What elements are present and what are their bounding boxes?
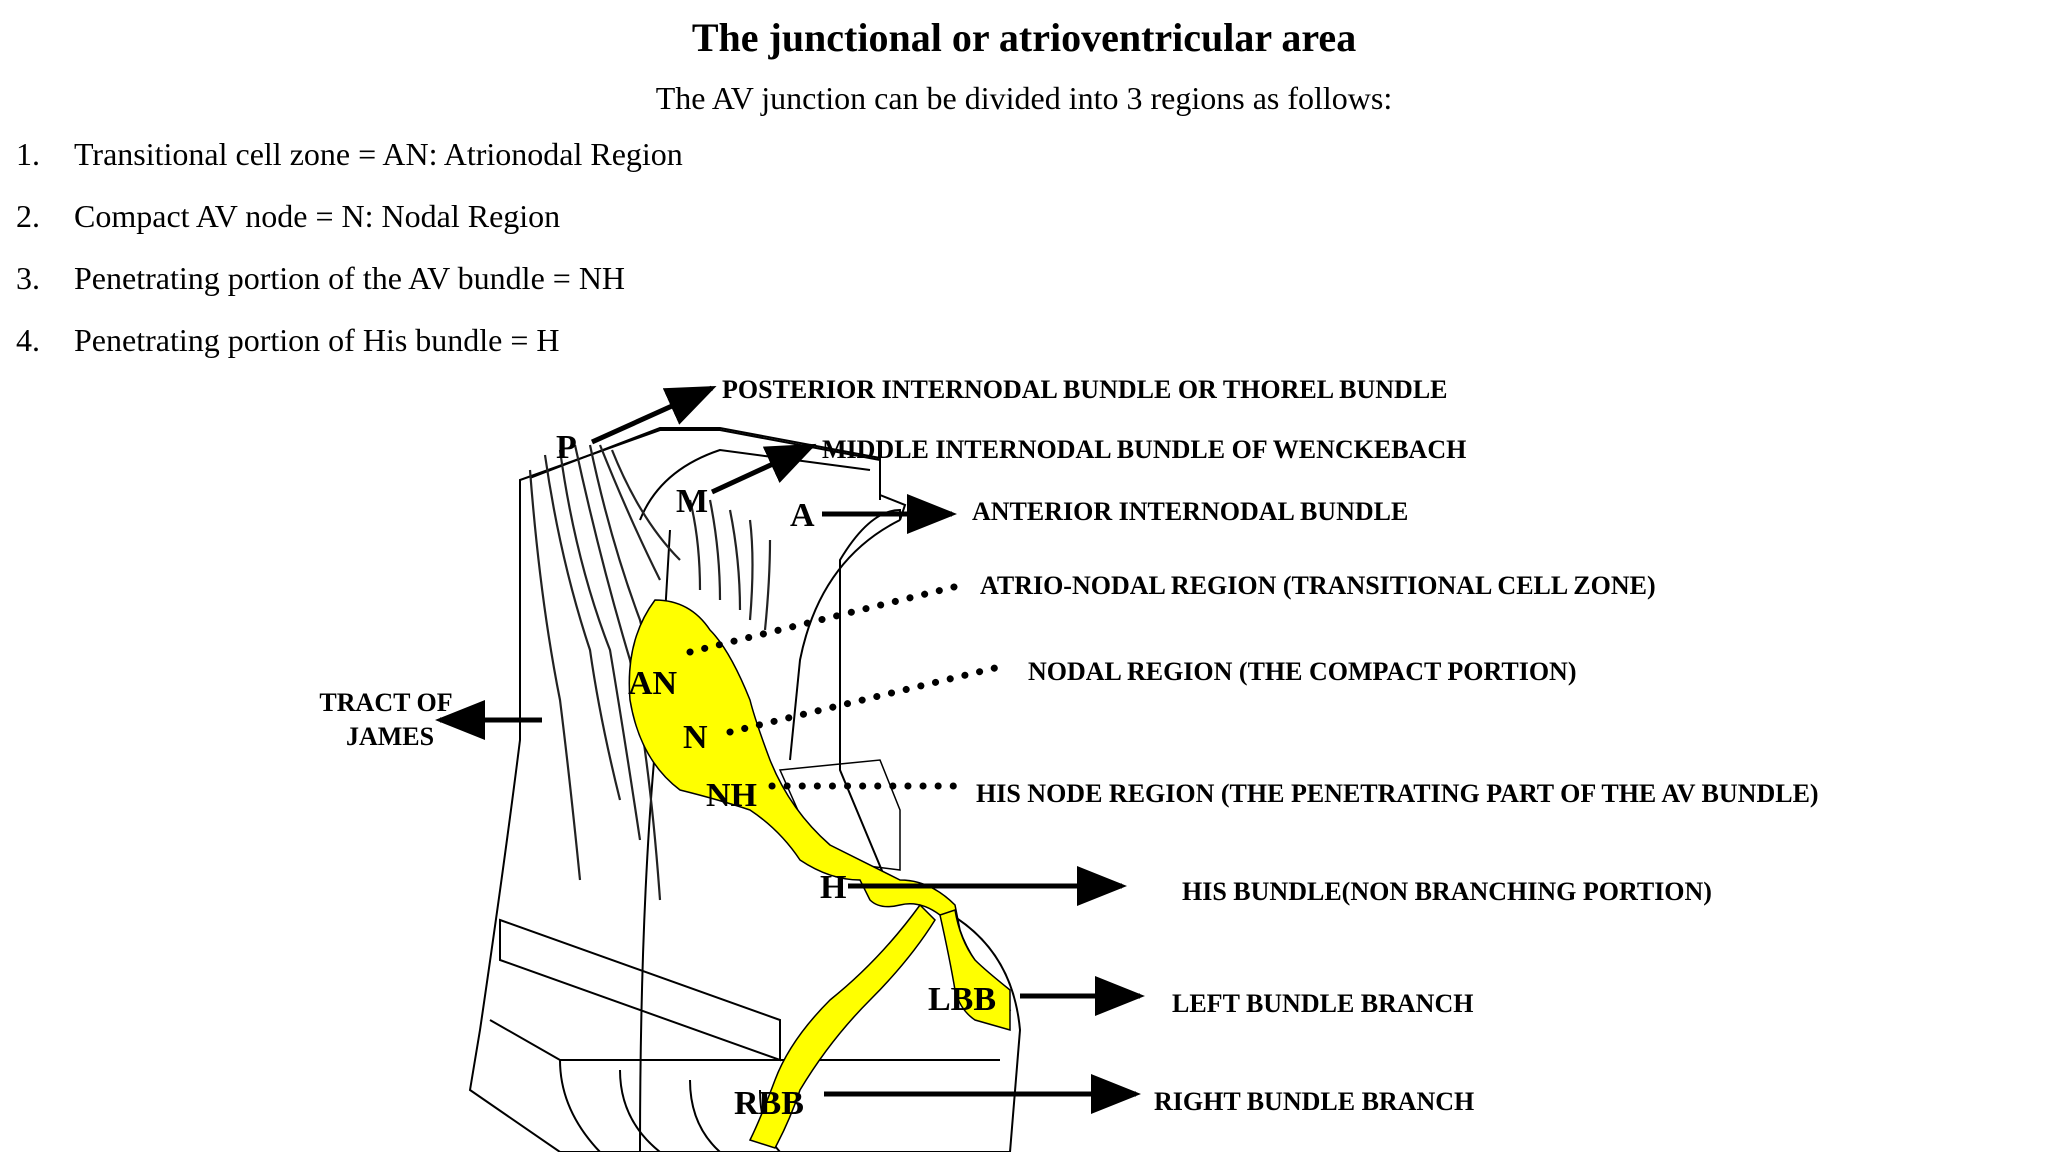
list-number: 4.: [16, 322, 40, 358]
list-text: Penetrating portion of the AV bundle = N…: [74, 260, 626, 296]
label-anterior-internodal: ANTERIOR INTERNODAL BUNDLE: [972, 497, 1408, 526]
tag-n: N: [683, 719, 708, 756]
tag-m: M: [676, 483, 708, 520]
conduction-system: [628, 599, 1012, 1149]
structure-tags: P M A AN N NH H LBB RBB: [556, 429, 996, 1122]
fibre: [573, 444, 662, 901]
block-ridge-line: [639, 448, 871, 521]
label-left-bundle-branch: LEFT BUNDLE BRANCH: [1172, 989, 1473, 1018]
label-nodal-region: NODAL REGION (THE COMPACT PORTION): [1028, 657, 1577, 686]
label-his-bundle: HIS BUNDLE(NON BRANCHING PORTION): [1182, 877, 1712, 906]
left-bundle-branch-shape: [939, 909, 1011, 1031]
block-curved-face: [789, 519, 901, 761]
nodal-leader: [726, 664, 999, 736]
list-text: Penetrating portion of His bundle = H: [74, 322, 560, 358]
curve-line: [619, 1069, 661, 1152]
tag-rbb: RBB: [734, 1085, 804, 1122]
list-item: 1. Transitional cell zone = AN: Atrionoda…: [16, 136, 683, 173]
fibre: [728, 509, 742, 611]
tag-lbb: LBB: [928, 981, 996, 1018]
list-number: 2.: [16, 198, 40, 234]
scale-ruler: [499, 918, 781, 1062]
tag-an: AN: [628, 665, 678, 702]
fibre: [610, 449, 681, 561]
label-right-bundle-branch: RIGHT BUNDLE BRANCH: [1154, 1087, 1474, 1116]
fibre: [558, 449, 642, 841]
fibre: [543, 454, 622, 801]
fibre: [748, 519, 754, 621]
list-item: 3. Penetrating portion of the AV bundle =…: [16, 260, 625, 297]
fibre: [688, 499, 702, 591]
list-text: Compact AV node = N: Nodal Region: [74, 198, 561, 234]
page-subtitle: The AV junction can be divided into 3 re…: [655, 80, 1393, 116]
atrionodal-leader: [686, 581, 966, 656]
label-atrionodal-region: ATRIO-NODAL REGION (TRANSITIONAL CELL ZO…: [980, 571, 1656, 600]
curve-line: [559, 1059, 601, 1152]
tag-h: H: [820, 869, 846, 906]
dotted-leaders: [686, 581, 999, 790]
list-text: Transitional cell zone = AN: Atrionodal …: [74, 136, 683, 172]
list-number: 3.: [16, 260, 40, 296]
page-title: The junctional or atrioventricular area: [691, 15, 1357, 60]
tag-p: P: [556, 429, 577, 466]
fibre: [708, 499, 722, 601]
fibre: [598, 444, 661, 581]
pointer-arrows: [435, 385, 1145, 1114]
internodal-fibres: [528, 444, 772, 901]
block-top-edge: [529, 427, 881, 500]
label-posterior-internodal: POSTERIOR INTERNODAL BUNDLE OR THOREL BU…: [722, 375, 1448, 404]
label-tract-of-james-line2: JAMES: [346, 722, 434, 751]
right-bundle-branch-shape: [748, 903, 936, 1149]
callout-labels: POSTERIOR INTERNODAL BUNDLE OR THOREL BU…: [319, 375, 1818, 1116]
middle-arrow: [710, 443, 817, 495]
list-item: 2. Compact AV node = N: Nodal Region: [16, 198, 560, 235]
fibre: [763, 539, 772, 631]
tag-a: A: [790, 497, 815, 534]
list-item: 4. Penetrating portion of His bundle = H: [16, 322, 560, 359]
posterior-arrow: [590, 385, 717, 445]
label-tract-of-james-line1: TRACT OF: [319, 688, 452, 717]
label-his-node-region: HIS NODE REGION (THE PENETRATING PART OF…: [976, 779, 1819, 808]
label-middle-internodal: MIDDLE INTERNODAL BUNDLE OF WENCKEBACH: [822, 435, 1466, 464]
curve-line: [689, 1079, 721, 1152]
list-number: 1.: [16, 136, 40, 172]
fibre: [528, 469, 582, 881]
tag-nh: NH: [706, 777, 757, 814]
